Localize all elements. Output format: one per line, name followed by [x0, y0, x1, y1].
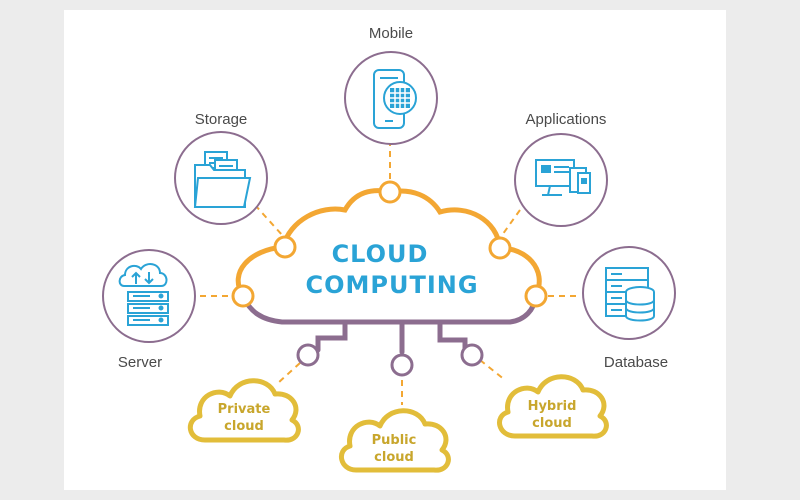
database-icon: [605, 267, 655, 322]
connector-dot-right-upper: [488, 236, 512, 260]
cloud-hybrid-line1: Hybrid: [528, 399, 577, 414]
purple-nodes: [296, 343, 484, 377]
node-applications-label: Applications: [526, 111, 607, 128]
main-cloud-base: [240, 293, 539, 325]
orange-nodes: [231, 180, 548, 308]
cloud-hybrid: Hybrid cloud: [497, 374, 609, 439]
cloud-private-line1: Private: [218, 402, 271, 417]
cloud-private-shape: [188, 378, 301, 443]
devices-icon: [535, 159, 591, 196]
cloud-private: Private cloud: [188, 378, 301, 443]
cloud-public-line2: cloud: [374, 450, 414, 465]
connector-dot-right: [524, 284, 548, 308]
node-database-label: Database: [604, 354, 668, 371]
node-mobile: Mobile: [344, 25, 438, 145]
smartphone-icon: [373, 69, 417, 129]
cloud-public-shape: [339, 408, 451, 473]
center-title-line2: COMPUTING: [305, 271, 478, 299]
connector-dot-left-upper: [273, 235, 297, 259]
folder-documents-icon: [193, 151, 252, 208]
center-title-line1: CLOUD: [332, 240, 429, 268]
cloud-public: Public cloud: [339, 408, 451, 473]
node-storage: Storage: [174, 111, 268, 225]
cloud-hybrid-shape: [497, 374, 609, 439]
node-applications-circle: [514, 133, 608, 227]
cloud-private-line2: cloud: [224, 419, 264, 434]
connector-dot-public: [390, 353, 414, 377]
node-storage-label: Storage: [195, 111, 248, 128]
node-applications: Applications: [514, 111, 608, 227]
node-mobile-label: Mobile: [369, 25, 413, 42]
cloud-hybrid-line2: cloud: [532, 416, 572, 431]
connector-dot-hybrid: [460, 343, 484, 367]
cloud-public-line1: Public: [372, 433, 417, 448]
connector-dot-top: [378, 180, 402, 204]
connector-dot-private: [296, 343, 320, 367]
node-database: Database: [582, 246, 676, 371]
server-upload-icon: [118, 263, 169, 326]
orange-connectors: [200, 140, 580, 405]
node-server: Server: [102, 249, 196, 371]
node-server-label: Server: [118, 354, 162, 371]
purple-stems: [315, 319, 468, 355]
connector-dot-left: [231, 284, 255, 308]
